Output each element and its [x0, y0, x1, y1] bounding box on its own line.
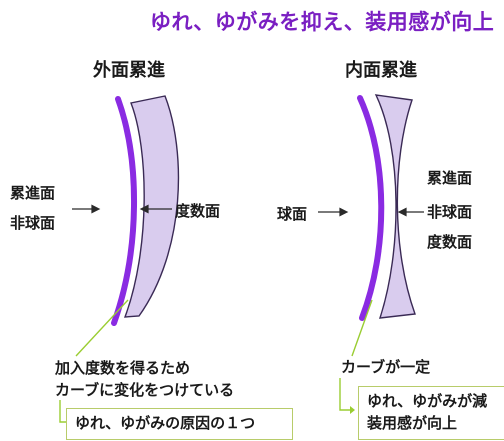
- right-lens-body: [374, 94, 416, 319]
- left-title: 外面累進: [93, 60, 165, 81]
- left-outer-surface: [111, 96, 137, 326]
- right-title: 内面累進: [345, 60, 417, 81]
- right-outer-surface: [357, 95, 385, 321]
- left-label-power: 度数面: [175, 202, 221, 220]
- right-label-power: 度数面: [427, 233, 473, 251]
- right-label-aspheric: 非球面: [427, 203, 473, 221]
- right-note-line1: カーブが一定: [341, 358, 431, 376]
- left-label-progressive: 累進面: [10, 184, 56, 202]
- arrows: [72, 204, 424, 217]
- left-effect-text: ゆれ、ゆがみの原因の１つ: [75, 414, 256, 432]
- connectors: [59, 299, 373, 426]
- left-note-line1: 加入度数を得るため: [55, 359, 191, 377]
- right-label-spherical: 球面: [277, 205, 308, 223]
- left-effect-box: ゆれ、ゆがみの原因の１つ: [66, 408, 293, 440]
- left-label-aspheric: 非球面: [10, 214, 56, 232]
- left-lens-body: [123, 95, 180, 318]
- headline: ゆれ、ゆがみを抑え、装用感が向上: [150, 10, 495, 34]
- left-note-line2: カーブに変化をつけている: [55, 381, 235, 399]
- right-label-progressive: 累進面: [427, 169, 473, 187]
- right-effect-box: ゆれ、ゆがみが減 装用感が向上: [358, 386, 504, 440]
- right-effect-line1: ゆれ、ゆがみが減: [367, 392, 488, 410]
- right-effect-line2: 装用感が向上: [367, 414, 458, 432]
